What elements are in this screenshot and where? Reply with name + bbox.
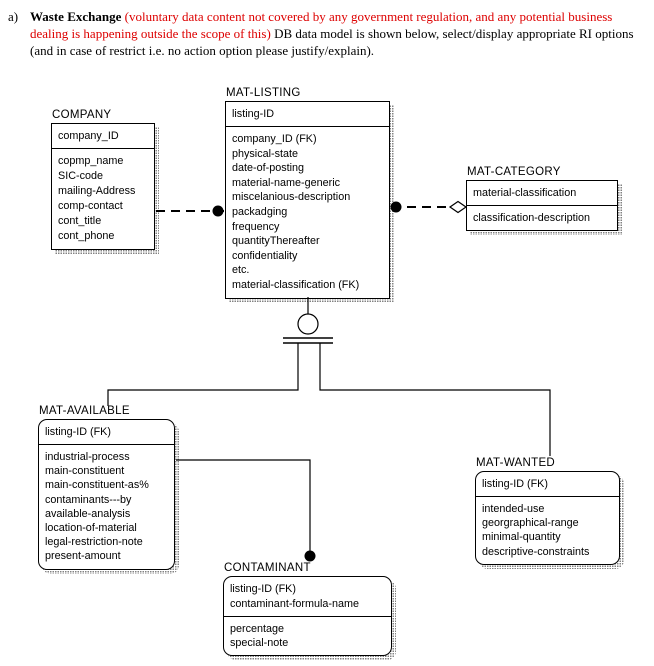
attribute-row: location-of-material [45,522,137,535]
attribute-row: listing-ID (FK) [482,478,548,490]
entity-mat-category-box: material-classification classification-d… [466,180,622,236]
entity-contaminant-title: CONTAMINANT [224,562,311,574]
entity-contaminant-box: listing-ID (FK)contaminant-formula-name … [223,576,396,661]
attribute-row: cont_title [58,215,102,227]
entity-mat-listing-title: MAT-LISTING [226,87,301,99]
exercise-body: DB data model is shown below, select/dis… [30,26,634,58]
red-note: (voluntary data content not covered by a… [30,9,613,41]
exercise-title: Waste Exchange [30,9,122,24]
entity-mat-wanted-box: listing-ID (FK) intended-use georgraphica… [475,471,624,569]
attribute-row: miscelanious-description [232,191,351,204]
attribute-row: present-amount [45,550,121,563]
attribute-row: company_ID [58,130,119,142]
attribute-row: legal-restriction-note [45,536,143,549]
key-section: company_ID [52,124,154,148]
attribute-row: material-classification (FK) [232,278,360,291]
attribute-row: cont_phone [58,230,115,242]
attribute-row: main-constituent-as% [45,479,149,492]
entity-company-title: COMPANY [52,109,112,121]
attribute-row: frequency [232,220,280,233]
rel-company-matlisting [156,205,224,217]
attribute-row: special-note [230,637,289,650]
attribute-row: packadging [232,205,288,218]
cardinality-dot-icon [304,550,316,562]
key-section: material-classification [467,181,617,205]
attribute-row: descriptive-constraints [482,545,590,558]
attribute-row: industrial-process [45,451,130,463]
attribute-row: material-name-generic [232,176,341,189]
attribute-row: etc. [232,264,250,277]
rel-matlisting-matcategory [390,200,468,214]
attribute-row: main-constituent [45,465,125,478]
attribute-row: company_ID (FK) [232,133,317,145]
entity-mat-available-box: listing-ID (FK) industrial-process main-c… [38,419,179,574]
attribute-row: listing-ID (FK) [230,583,296,595]
entity-mat-category-title: MAT-CATEGORY [467,166,561,178]
attribute-section: percentage special-note [224,616,391,655]
attribute-row: minimal-quantity [482,531,561,544]
attribute-row: copmp_name [58,155,124,167]
attribute-row: confidentiality [232,249,298,262]
attribute-row: quantityThereafter [232,235,320,248]
exercise-paragraph: Waste Exchange (voluntary data content n… [30,8,644,59]
entity-mat-available: MAT-AVAILABLE listing-ID (FK) industrial… [38,405,179,574]
key-section: listing-ID [226,102,389,126]
attribute-row: classification-description [473,212,591,224]
attribute-section: company_ID (FK) physical-state date-of-pos… [226,126,389,298]
category-circle-icon [297,313,319,335]
key-section: listing-ID (FK) [476,472,619,496]
entity-contaminant: CONTAMINANT listing-ID (FK) contaminant-f… [223,562,396,661]
attribute-row: available-analysis [45,507,131,520]
exercise-text: a) Waste Exchange (voluntary data conten… [8,8,644,59]
optional-diamond-icon [448,200,468,214]
key-section: listing-ID (FK) contaminant-formula-name [224,577,391,616]
attribute-row: listing-ID (FK) [45,426,111,438]
attribute-row: date-of-posting [232,162,305,175]
attribute-row: contaminant-formula-name [230,598,360,610]
attribute-row: physical-state [232,147,299,160]
entity-mat-category: MAT-CATEGORY material-classification cla… [466,166,622,236]
attribute-row: intended-use [482,503,545,515]
attribute-row: contaminants---by [45,493,132,506]
entity-mat-available-title: MAT-AVAILABLE [39,405,130,417]
attribute-row: georgraphical-range [482,517,579,530]
attribute-row: listing-ID [232,108,274,120]
entity-mat-wanted: MAT-WANTED listing-ID (FK) intended-use g… [475,457,624,569]
entity-mat-listing-box: listing-ID company_ID (FK) physical-state… [225,101,394,303]
cardinality-dot-icon [212,205,224,217]
attribute-row: SIC-code [58,170,104,182]
attribute-row: material-classification [473,187,577,199]
item-marker: a) [8,9,19,24]
attribute-row: percentage [230,623,285,635]
entity-mat-wanted-title: MAT-WANTED [476,457,556,469]
attribute-row: mailing-Address [58,185,136,197]
attribute-section: classification-description [467,205,617,230]
branch-to-mat-available [107,343,299,406]
attribute-row: comp-contact [58,200,123,212]
rel-matavailable-contaminant [176,459,316,562]
entity-mat-listing: MAT-LISTING listing-ID company_ID (FK) ph… [225,87,394,303]
key-section: listing-ID (FK) [39,420,174,444]
branch-to-mat-wanted [319,343,551,456]
